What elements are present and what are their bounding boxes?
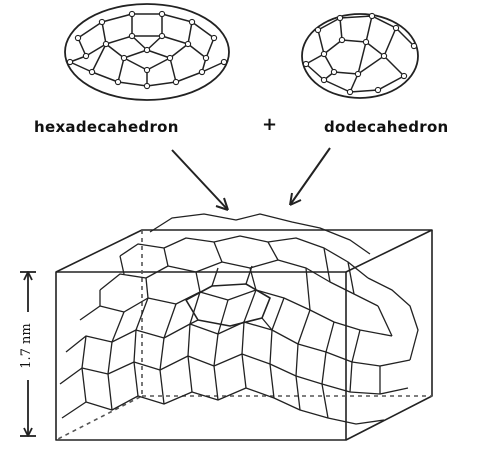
clathrate-network xyxy=(60,214,418,424)
dodecahedron-label: dodecahedron xyxy=(324,118,449,136)
hexadecahedron-label: hexadecahedron xyxy=(34,118,179,136)
arrow-right xyxy=(290,148,330,205)
dodecahedron-cage xyxy=(302,14,418,98)
arrow-left xyxy=(172,150,228,210)
scale-label: 1.7 nm xyxy=(19,320,37,372)
plus-sign: + xyxy=(262,114,277,135)
